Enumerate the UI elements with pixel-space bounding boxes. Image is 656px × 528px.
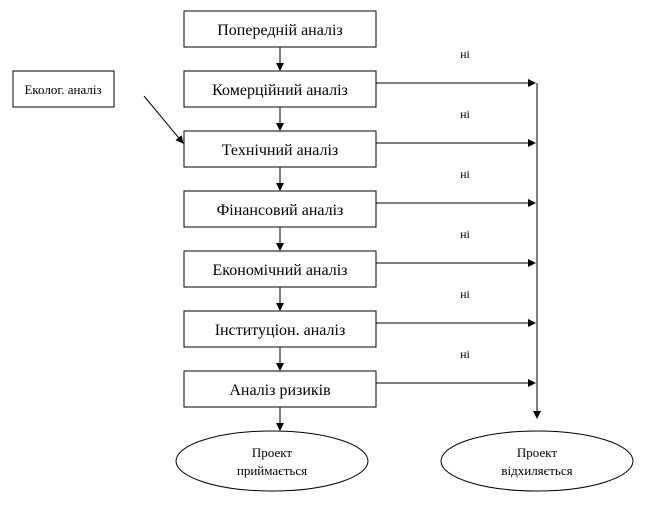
step-label: Аналіз ризиків bbox=[229, 382, 331, 399]
step-box bbox=[183, 250, 377, 288]
step-label: Попередній аналіз bbox=[217, 22, 342, 39]
step-node: Попередній аналіз bbox=[183, 10, 377, 71]
rejected-ellipse bbox=[440, 430, 634, 492]
step-label: Комерційний аналіз bbox=[212, 82, 348, 99]
ecological-analysis-box bbox=[12, 70, 115, 108]
step-label: Інституціон. аналіз bbox=[215, 322, 346, 339]
step-node: Аналіз ризиків ні bbox=[183, 347, 536, 408]
step-label: Фінансовий аналіз bbox=[217, 202, 344, 219]
step-node: Інституціон. аналіз ні bbox=[183, 287, 536, 371]
no-label: ні bbox=[460, 47, 470, 61]
step-box bbox=[183, 130, 377, 168]
step-label: Технічний аналіз bbox=[222, 142, 338, 159]
ecological-to-technical-arrow bbox=[143, 95, 184, 144]
no-label: ні bbox=[460, 167, 470, 181]
step-node: Комерційний аналіз ні bbox=[183, 47, 536, 131]
step-node: Фінансовий аналіз ні bbox=[183, 167, 536, 251]
ecological-analysis-label: Еколог. аналіз bbox=[24, 82, 101, 97]
accepted-line-1: Проект bbox=[252, 445, 292, 460]
outcome-accepted: Проект приймається bbox=[175, 430, 369, 492]
no-label: ні bbox=[460, 107, 470, 121]
accepted-line-2: приймається bbox=[237, 463, 307, 478]
outcome-rejected: Проект відхиляється bbox=[440, 430, 634, 492]
no-label: ні bbox=[460, 287, 470, 301]
no-label: ні bbox=[460, 347, 470, 361]
step-box bbox=[183, 190, 377, 228]
step-box bbox=[183, 70, 377, 108]
step-box bbox=[183, 370, 377, 408]
accepted-ellipse bbox=[175, 430, 369, 492]
step-box bbox=[183, 10, 377, 48]
ecological-analysis-node: Еколог. аналіз bbox=[12, 70, 184, 144]
no-label: ні bbox=[460, 227, 470, 241]
rejected-line-2: відхиляється bbox=[501, 463, 572, 478]
step-label: Економічний аналіз bbox=[213, 262, 348, 279]
step-node: Технічний аналіз ні bbox=[183, 107, 536, 191]
rejected-line-1: Проект bbox=[517, 445, 557, 460]
step-node: Економічний аналіз ні bbox=[183, 227, 536, 311]
step-box bbox=[183, 310, 377, 348]
